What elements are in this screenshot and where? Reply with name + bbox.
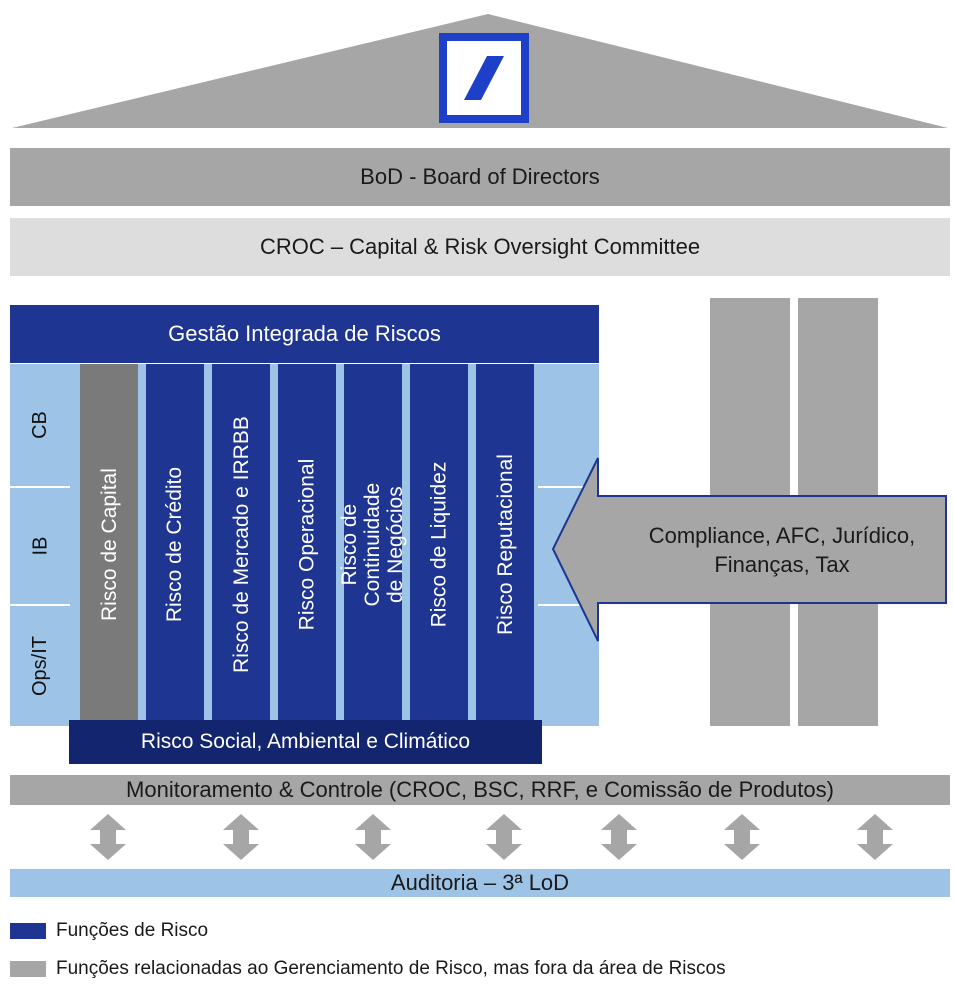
unit-label: Ops/IT — [29, 635, 52, 697]
double-arrow-icon — [355, 814, 391, 860]
legend-label: Funções de Risco — [56, 920, 209, 941]
risk-column-label: Risco de Liquidez — [427, 462, 451, 628]
double-arrow-icon — [486, 814, 522, 860]
compliance-label: Compliance, AFC, Jurídico, Finanças, Tax — [612, 496, 952, 606]
bod-bar: BoD - Board of Directors — [10, 148, 950, 206]
risk-column-label: Risco de Mercado e IRRBB — [229, 416, 253, 674]
risk-column-label: Risco de Continuidade de Negócios — [338, 483, 408, 607]
gestao-header: Gestão Integrada de Riscos — [10, 305, 599, 363]
legend-swatch-navy — [10, 923, 46, 939]
unit-divider — [538, 486, 599, 488]
compliance-text: Compliance, AFC, Jurídico, Finanças, Tax — [648, 523, 916, 577]
risk-column-reputacional: Risco Reputacional — [476, 364, 534, 726]
double-arrow-icon — [857, 814, 893, 860]
legend: Funções de Risco Funções relacionadas ao… — [10, 916, 950, 984]
legend-swatch-gray — [10, 961, 46, 977]
gestao-label: Gestão Integrada de Riscos — [168, 321, 441, 346]
legend-item: Funções relacionadas ao Gerenciamento de… — [10, 954, 950, 984]
unit-ib: IB — [10, 488, 70, 604]
unit-divider — [10, 604, 70, 606]
bod-label: BoD - Board of Directors — [360, 164, 600, 189]
compliance-arrow — [551, 457, 947, 642]
monitoring-bar: Monitoramento & Controle (CROC, BSC, RRF… — [10, 775, 950, 805]
unit-ops-it: Ops/IT — [10, 606, 70, 726]
unit-divider — [538, 604, 599, 606]
social-ambiental-bar: Risco Social, Ambiental e Climático — [69, 720, 542, 764]
arrow-shape — [551, 457, 947, 642]
croc-label: CROC – Capital & Risk Oversight Committe… — [259, 234, 701, 259]
logo-slash — [464, 56, 504, 100]
risk-column-label: Risco de Capital — [97, 468, 121, 622]
audit-bar: Auditoria – 3ª LoD — [10, 869, 950, 897]
deutsche-bank-logo-icon — [443, 37, 525, 119]
monitoring-label: Monitoramento & Controle (CROC, BSC, RRF… — [126, 777, 834, 802]
arrows-row — [90, 814, 893, 860]
legend-label: Funções relacionadas ao Gerenciamento de… — [56, 958, 726, 979]
social-label: Risco Social, Ambiental e Climático — [140, 730, 471, 753]
unit-divider — [10, 486, 70, 488]
risk-column-operacional: Risco Operacional — [278, 364, 336, 726]
double-arrow-icon — [223, 814, 259, 860]
unit-cb: CB — [10, 364, 70, 486]
risk-column-credito: Risco de Crédito — [146, 364, 204, 726]
unit-label: IB — [29, 536, 51, 556]
double-arrow-icon — [724, 814, 760, 860]
risk-column-liquidez: Risco de Liquidez — [410, 364, 468, 726]
double-arrow-icon — [601, 814, 637, 860]
unit-label: CB — [28, 411, 51, 439]
croc-bar: CROC – Capital & Risk Oversight Committe… — [10, 218, 950, 276]
legend-item: Funções de Risco — [10, 916, 950, 946]
audit-label: Auditoria – 3ª LoD — [390, 870, 570, 895]
double-arrow-icon — [90, 814, 126, 860]
risk-column-label: Risco de Crédito — [163, 467, 187, 623]
risk-column-continuidade: Risco de Continuidade de Negócios — [338, 364, 408, 726]
risk-column-label: Risco Operacional — [295, 459, 319, 631]
roof — [12, 14, 948, 128]
risk-column-mercado: Risco de Mercado e IRRBB — [212, 364, 270, 726]
risk-column-label: Risco Reputacional — [493, 454, 517, 636]
risk-column-capital: Risco de Capital — [80, 364, 138, 726]
